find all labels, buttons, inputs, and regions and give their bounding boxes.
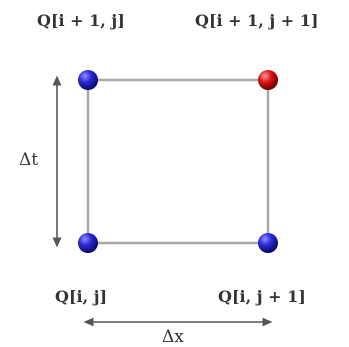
delta-x-label: Δx xyxy=(162,327,184,347)
label-bottom-right: Q[i, j + 1] xyxy=(218,287,306,306)
node-top-right xyxy=(258,70,278,90)
node-bottom-left xyxy=(78,233,98,253)
delta-t-label: Δt xyxy=(19,150,39,170)
label-top-left: Q[i + 1, j] xyxy=(37,11,125,30)
node-top-left xyxy=(78,70,98,90)
node-bottom-right xyxy=(258,233,278,253)
label-bottom-left: Q[i, j] xyxy=(55,287,108,306)
label-top-right: Q[i + 1, j + 1] xyxy=(195,11,319,30)
